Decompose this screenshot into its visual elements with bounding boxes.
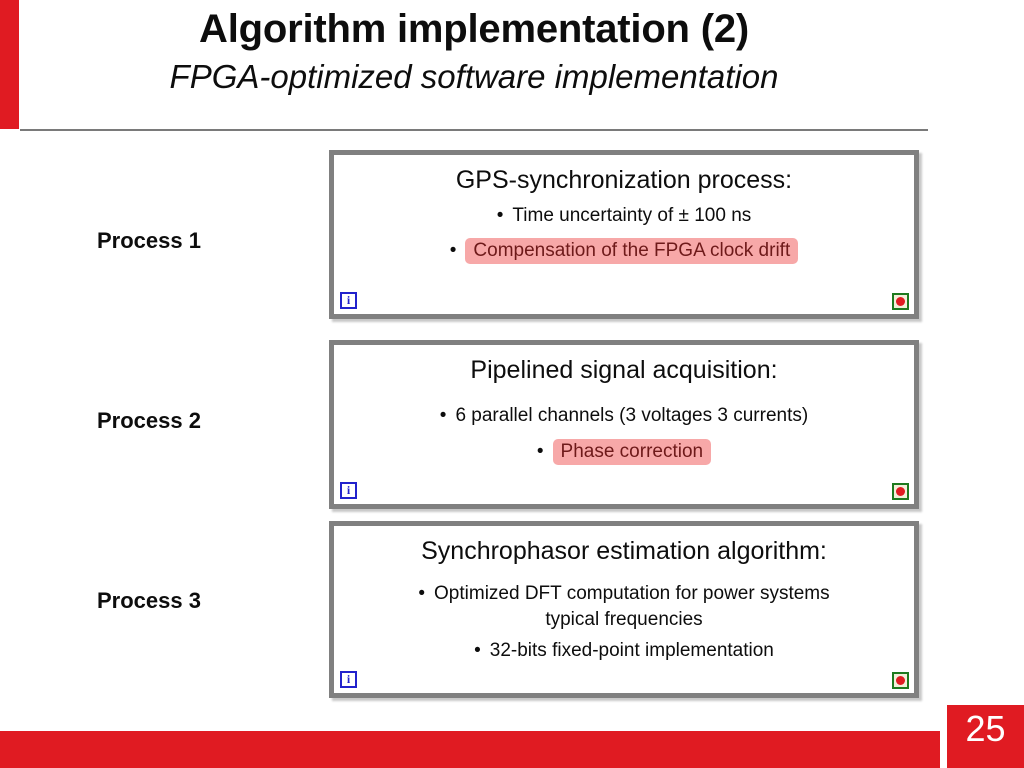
process-label-2: Process 2: [97, 408, 201, 433]
header-divider: [20, 129, 928, 131]
page-number-block: 25: [947, 705, 1024, 768]
process-label-1: Process 1: [97, 228, 201, 253]
process-2-bullet-1: • 6 parallel channels (3 voltages 3 curre…: [334, 403, 914, 429]
record-dot-icon: [896, 676, 905, 685]
record-icon[interactable]: [892, 672, 909, 689]
process-heading-3: Synchrophasor estimation algorithm:: [421, 537, 827, 565]
process-2-bullet-1-text: 6 parallel channels (3 voltages 3 curren…: [455, 405, 809, 426]
header-accent-bar: [0, 0, 19, 129]
bullet-marker-icon: •: [449, 240, 457, 262]
record-icon[interactable]: [892, 483, 909, 500]
process-3-bullet-1-text: Optimized DFT computation for power syst…: [434, 583, 830, 631]
footer-divider: [941, 705, 947, 768]
record-dot-icon: [896, 297, 905, 306]
process-box-1[interactable]: GPS-synchronization process: • Time uncer…: [329, 150, 919, 319]
process-1-bullet-2: • Compensation of the FPGA clock drift: [334, 238, 914, 265]
bullet-marker-icon: •: [474, 640, 481, 662]
info-icon[interactable]: i: [340, 671, 357, 688]
process-heading-2: Pipelined signal acquisition:: [470, 356, 778, 384]
process-3-bullet-2: • 32-bits fixed-point implementation: [334, 638, 914, 664]
bullet-marker-icon: •: [536, 441, 544, 463]
process-heading-1: GPS-synchronization process:: [455, 166, 793, 194]
process-box-1-content: GPS-synchronization process: • Time uncer…: [334, 155, 914, 314]
process-2-bullet-2: • Phase correction: [334, 439, 914, 466]
process-box-2-content: Pipelined signal acquisition: • 6 paralle…: [334, 345, 914, 504]
process-3-bullet-1: • Optimized DFT computation for power sys…: [334, 581, 914, 633]
process-1-bullet-1-text: Time uncertainty of ± 100 ns: [512, 205, 752, 226]
process-box-2[interactable]: Pipelined signal acquisition: • 6 paralle…: [329, 340, 919, 509]
process-box-3[interactable]: Synchrophasor estimation algorithm: • Opt…: [329, 521, 919, 698]
process-box-3-content: Synchrophasor estimation algorithm: • Opt…: [334, 526, 914, 693]
process-label-3: Process 3: [97, 588, 201, 613]
record-dot-icon: [896, 487, 905, 496]
page-title: Algorithm implementation (2): [199, 7, 749, 51]
title-block: Algorithm implementation (2) FPGA-optimi…: [19, 6, 929, 97]
bullet-marker-icon: •: [496, 205, 504, 226]
bullet-marker-icon: •: [418, 583, 426, 604]
process-1-bullet-2-text: Compensation of the FPGA clock drift: [465, 238, 799, 265]
process-3-bullet-2-text: 32-bits fixed-point implementation: [489, 640, 774, 662]
process-2-bullet-2-text: Phase correction: [552, 439, 712, 466]
process-1-bullet-1: • Time uncertainty of ± 100 ns: [334, 203, 914, 229]
footer-bar: [0, 731, 940, 768]
page-number: 25: [965, 708, 1006, 749]
info-icon[interactable]: i: [340, 482, 357, 499]
record-icon[interactable]: [892, 293, 909, 310]
page-subtitle: FPGA-optimized software implementation: [169, 58, 779, 96]
info-icon[interactable]: i: [340, 292, 357, 309]
bullet-marker-icon: •: [439, 405, 447, 426]
